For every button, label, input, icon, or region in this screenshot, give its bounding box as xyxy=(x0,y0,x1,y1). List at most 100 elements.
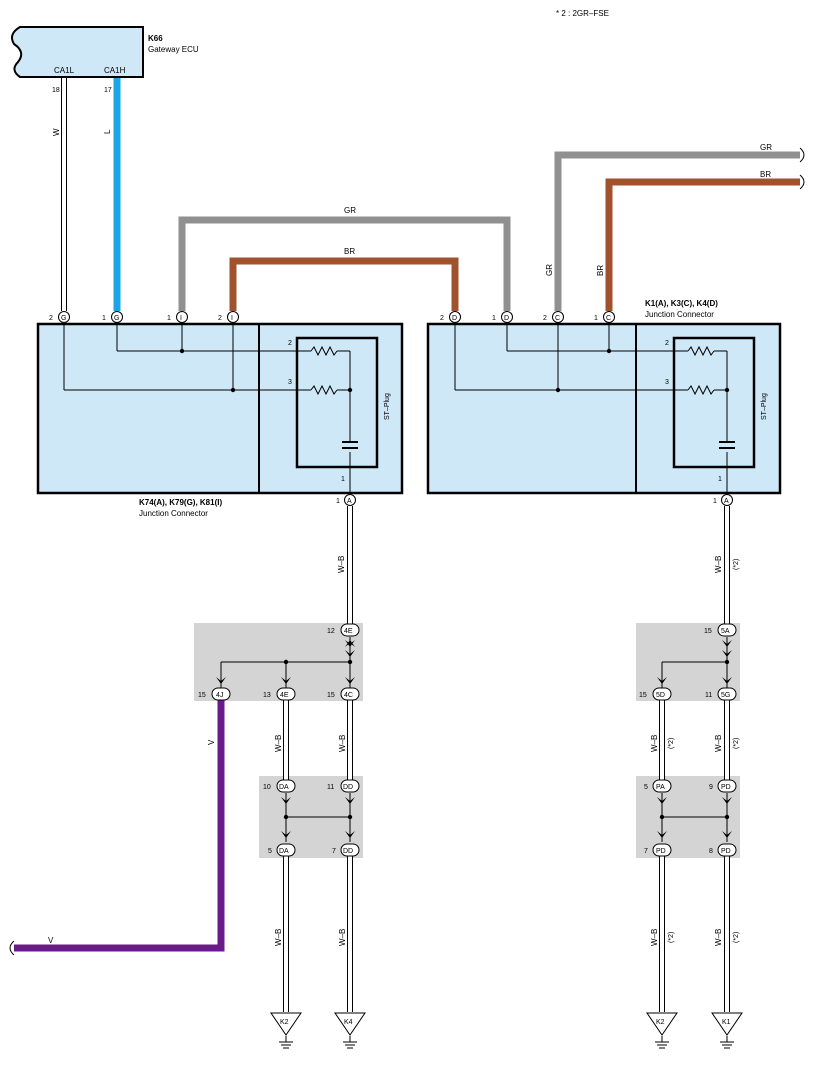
wire-gr-bridge: GR xyxy=(178,206,511,311)
splice-pin-num: 13 xyxy=(263,692,271,699)
wb-label: W–B xyxy=(274,735,283,752)
ground-k2-left: K2 xyxy=(270,1012,302,1049)
left-top-pin-letter: G xyxy=(61,315,66,322)
right-bottom-pin-letter: A xyxy=(724,498,729,505)
splice-pin-code: 5A xyxy=(721,628,730,635)
wb-label: W–B xyxy=(274,929,283,946)
left-junction-codes: K74(A), K79(G), K81(I) xyxy=(139,498,222,507)
right-bottom-inner-pin: 1 xyxy=(718,476,722,483)
star2-label: (*2) xyxy=(733,559,740,570)
splice-pin-code: DA xyxy=(279,848,289,855)
ecu-name: Gateway ECU xyxy=(148,45,199,54)
gateway-ecu: K66 Gateway ECU CA1L CA1H 18 17 xyxy=(11,26,199,94)
star2-label: (*2) xyxy=(668,932,675,943)
ground-label: K1 xyxy=(722,1019,731,1026)
left-top-pin-letter: I xyxy=(180,315,182,322)
wire-gr-vertical-label: GR xyxy=(545,264,554,276)
left-junction-name: Junction Connector xyxy=(139,509,208,518)
ground-label: K2 xyxy=(656,1019,665,1026)
wire-v-horizontal-label: V xyxy=(48,936,54,945)
splice-pin-code: DD xyxy=(343,784,353,791)
right-junction-connector: 2 3 ST–Plug 1 2 D 1 D 2 C 1 C 1 A K1(A),… xyxy=(426,299,782,506)
right-top-pin-letter: C xyxy=(555,315,560,322)
wb-wires xyxy=(283,506,730,1012)
wb-label: W–B xyxy=(714,929,723,946)
ground-k4: K4 xyxy=(334,1012,366,1049)
splice-pin-num: 5 xyxy=(268,848,272,855)
wire-v-vertical-label: V xyxy=(207,739,216,745)
wire-gr-bridge-label: GR xyxy=(344,206,356,215)
right-resistor-pin-3: 3 xyxy=(665,379,669,386)
splice-pin-num: 12 xyxy=(327,628,335,635)
splice-pin-num: 15 xyxy=(704,628,712,635)
right-top-pin-num: 1 xyxy=(594,315,598,322)
splice-pin-num: 15 xyxy=(327,692,335,699)
right-junction-name: Junction Connector xyxy=(645,310,714,319)
splice-pin-num: 10 xyxy=(263,784,271,791)
splice-pin-code: PD xyxy=(721,848,731,855)
splice-pin-code: 4C xyxy=(344,692,353,699)
splice-pin-num: 8 xyxy=(709,848,713,855)
left-bottom-pin-letter: A xyxy=(347,498,352,505)
right-bottom-pin-num: 1 xyxy=(713,498,717,505)
star2-label: (*2) xyxy=(733,738,740,749)
right-top-pin-letter: D xyxy=(504,315,509,322)
wire-w: W xyxy=(52,78,67,311)
splice-pin-code: PD xyxy=(721,784,731,791)
left-junction-connector: 2 3 ST–Plug 1 2 G 1 G 1 I 2 I 1 A K74(A)… xyxy=(36,311,404,518)
wire-gr-out: GR GR xyxy=(545,143,805,311)
splice-pin-num: 15 xyxy=(639,692,647,699)
wire-l-label: L xyxy=(103,129,112,134)
right-junction-codes: K1(A), K3(C), K4(D) xyxy=(645,299,718,308)
wire-l: L xyxy=(103,78,121,311)
ground-k1: K1 xyxy=(711,1012,743,1049)
splice-pin-code: 4E xyxy=(344,628,353,635)
ecu-pin-label-ca1l: CA1L xyxy=(54,66,75,75)
star2-label: (*2) xyxy=(733,932,740,943)
left-top-pin-num: 2 xyxy=(218,315,222,322)
left-top-pin-num: 2 xyxy=(49,315,53,322)
right-top-pin-letter: D xyxy=(452,315,457,322)
ecu-pin-number-17: 17 xyxy=(104,87,112,94)
splice-pin-code: 4J xyxy=(216,692,223,699)
wb-label: W–B xyxy=(650,735,659,752)
right-top-pin-num: 2 xyxy=(543,315,547,322)
star2-label: (*2) xyxy=(668,738,675,749)
engine-note: * 2 : 2GR–FSE xyxy=(556,9,609,18)
right-top-pin-num: 1 xyxy=(492,315,496,322)
left-bottom-inner-pin: 1 xyxy=(341,476,345,483)
left-top-pin-letter: G xyxy=(114,315,119,322)
splice-pin-code: DD xyxy=(343,848,353,855)
wire-br-bridge: BR xyxy=(229,247,459,311)
wire-br-vertical-label: BR xyxy=(596,265,605,276)
left-top-pin-num: 1 xyxy=(167,315,171,322)
wire-v: V V xyxy=(9,700,225,956)
splice-pin-code: 4E xyxy=(280,692,289,699)
splice-pin-code: 5D xyxy=(656,692,665,699)
wb-label: W–B xyxy=(338,735,347,752)
ecu-code: K66 xyxy=(148,34,163,43)
wb-label: W–B xyxy=(714,735,723,752)
splice-pin-num: 5 xyxy=(644,784,648,791)
ecu-pin-label-ca1h: CA1H xyxy=(104,66,126,75)
left-bottom-pin-num: 1 xyxy=(336,498,340,505)
ground-k2-right: K2 xyxy=(646,1012,678,1049)
left-resistor-pin-3: 3 xyxy=(288,379,292,386)
right-splice-pins: 15 5A 15 5D 11 5G 5 PA 9 PD 7 PD 8 PD xyxy=(639,623,737,857)
ground-label: K2 xyxy=(280,1019,289,1026)
left-st-plug-label: ST–Plug xyxy=(384,393,391,420)
splice-pin-code: DA xyxy=(279,784,289,791)
wb-label: W–B xyxy=(337,556,346,573)
left-resistor-pin-2: 2 xyxy=(288,340,292,347)
splice-pin-code: 5G xyxy=(721,692,730,699)
splice-pin-code: PA xyxy=(656,784,665,791)
splice-pin-num: 11 xyxy=(327,784,334,791)
splice-pin-num: 9 xyxy=(709,784,713,791)
wire-gr-out-label: GR xyxy=(760,143,772,152)
right-resistor-pin-2: 2 xyxy=(665,340,669,347)
wb-label: W–B xyxy=(714,556,723,573)
right-top-pin-num: 2 xyxy=(440,315,444,322)
splice-pin-num: 15 xyxy=(198,692,206,699)
ecu-pin-number-18: 18 xyxy=(52,87,60,94)
